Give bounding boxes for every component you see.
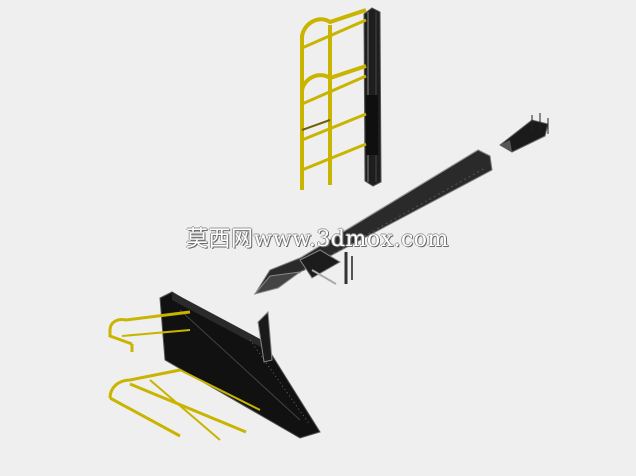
- bracket-part: [499, 113, 549, 153]
- channel-beam: [253, 149, 493, 295]
- watermark-text: 莫西网www.3dmox.com: [186, 227, 449, 252]
- vertical-ladder: [300, 7, 382, 190]
- stair-assembly: [108, 291, 321, 441]
